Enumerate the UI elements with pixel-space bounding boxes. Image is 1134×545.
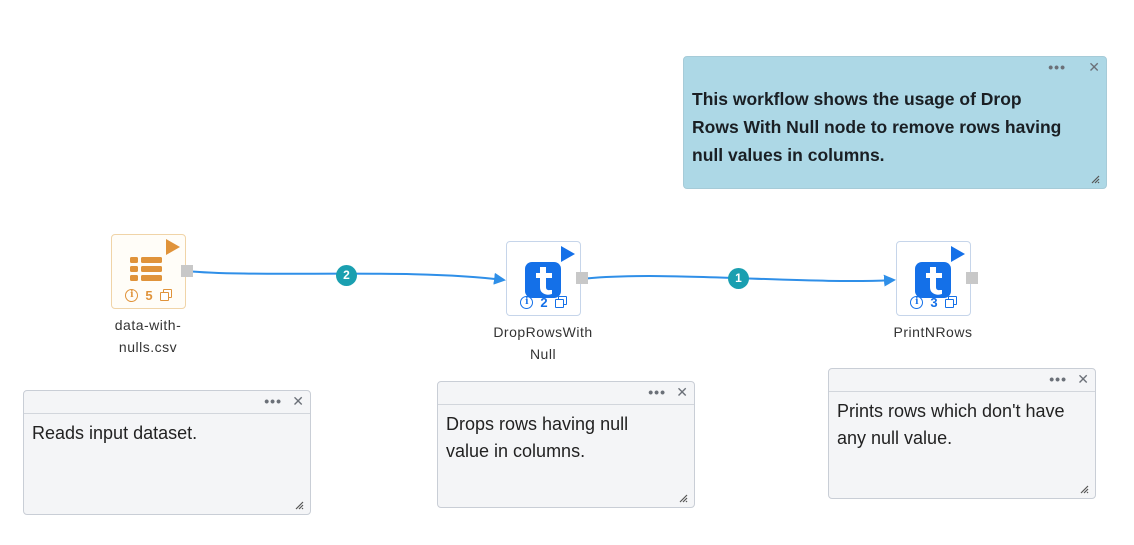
note-close-button[interactable]: ✕	[1077, 371, 1089, 387]
workflow-description-note[interactable]: ••• ✕ This workflow shows the usage of D…	[683, 56, 1107, 189]
copy-icon[interactable]	[554, 296, 567, 308]
note-menu-button[interactable]: •••	[1049, 371, 1067, 387]
note-prints-rows[interactable]: ••• ✕ Prints rows which don't have any n…	[828, 368, 1096, 499]
resize-grip-icon[interactable]	[1090, 174, 1100, 184]
info-icon[interactable]: i	[520, 295, 534, 309]
node-footer: i 3	[897, 294, 970, 310]
resize-grip-icon[interactable]	[294, 500, 304, 510]
node-data-with-nulls-csv[interactable]: i 5	[111, 234, 193, 309]
t-letter-icon	[915, 262, 951, 298]
table-icon	[130, 257, 162, 281]
copy-icon[interactable]	[159, 289, 172, 301]
play-icon[interactable]	[950, 245, 966, 263]
note-menu-button[interactable]: •••	[1048, 59, 1066, 75]
note-drops-rows[interactable]: ••• ✕ Drops rows having null value in co…	[437, 381, 695, 508]
output-port[interactable]	[966, 272, 978, 284]
note-toolbar: ••• ✕	[684, 57, 1106, 79]
node-id: 5	[145, 287, 153, 303]
copy-icon[interactable]	[944, 296, 957, 308]
resize-grip-icon[interactable]	[678, 493, 688, 503]
note-close-button[interactable]: ✕	[676, 384, 688, 400]
node-footer: i 2	[507, 294, 580, 310]
note-text[interactable]: Prints rows which don't have any null va…	[837, 401, 1065, 448]
node-label: data-with- nulls.csv	[114, 317, 182, 355]
note-toolbar: ••• ✕	[24, 391, 310, 414]
info-icon[interactable]: i	[910, 295, 924, 309]
note-reads-input[interactable]: ••• ✕ Reads input dataset.	[23, 390, 311, 515]
play-icon[interactable]	[560, 245, 576, 263]
note-text[interactable]: Reads input dataset.	[32, 423, 198, 443]
note-toolbar: ••• ✕	[438, 382, 694, 405]
node-droprowswithnull[interactable]: i 2	[506, 241, 588, 316]
note-text[interactable]: Drops rows having null value in columns.	[446, 414, 629, 461]
output-port[interactable]	[181, 265, 193, 277]
node-id: 2	[540, 294, 548, 310]
node-printnrows[interactable]: i 3	[896, 241, 978, 316]
play-icon[interactable]	[165, 238, 181, 256]
note-toolbar: ••• ✕	[829, 369, 1095, 392]
note-close-button[interactable]: ✕	[292, 393, 304, 409]
node-id: 3	[930, 294, 938, 310]
info-icon[interactable]: i	[125, 288, 139, 302]
note-menu-button[interactable]: •••	[264, 393, 282, 409]
edge-order-badge[interactable]: 1	[728, 268, 749, 289]
node-label: DropRowsWith Null	[493, 324, 593, 362]
resize-grip-icon[interactable]	[1079, 484, 1089, 494]
note-menu-button[interactable]: •••	[648, 384, 666, 400]
note-close-button[interactable]: ✕	[1088, 59, 1100, 75]
output-port[interactable]	[576, 272, 588, 284]
note-text[interactable]: This workflow shows the usage of Drop Ro…	[692, 89, 1062, 165]
edge-order-badge[interactable]: 2	[336, 265, 357, 286]
node-footer: i 5	[112, 287, 185, 303]
node-label: PrintNRows	[893, 324, 973, 340]
t-letter-icon	[525, 262, 561, 298]
